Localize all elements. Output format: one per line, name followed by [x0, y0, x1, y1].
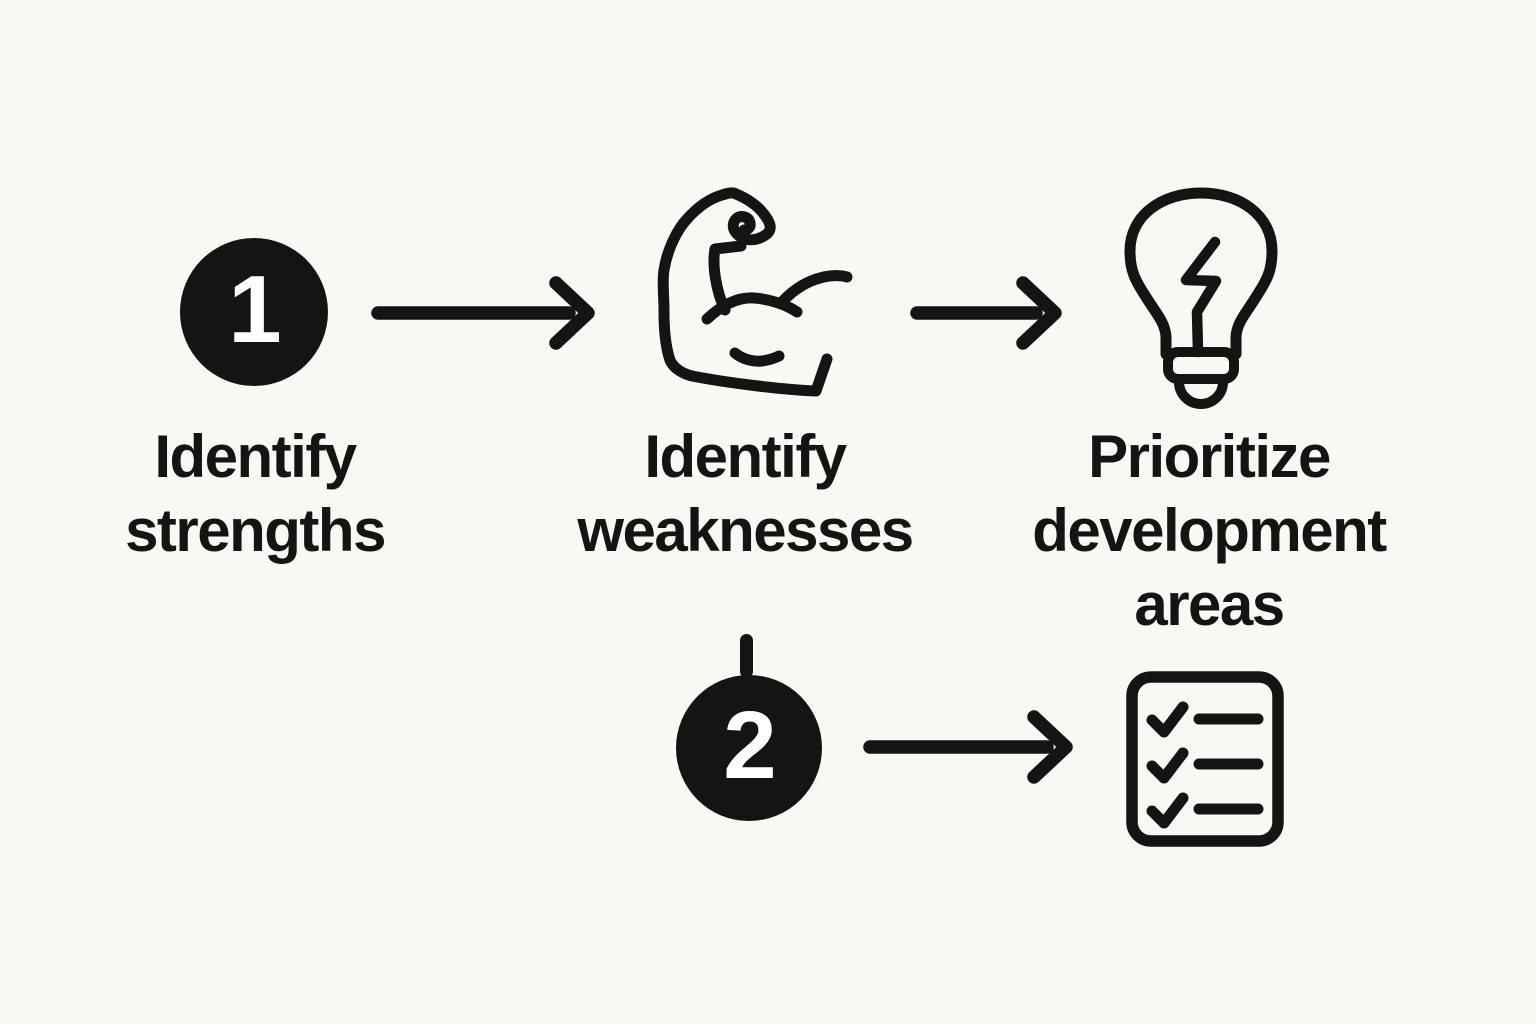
step-2-caption: Identify weaknesses	[505, 420, 985, 568]
checklist-icon	[1126, 671, 1284, 847]
flexed-biceps-icon	[657, 187, 853, 397]
step-2-badge: 2	[676, 675, 822, 821]
arrow-right-icon	[863, 710, 1073, 784]
step-2-number: 2	[723, 692, 776, 799]
caption-line: weaknesses	[577, 497, 914, 564]
caption-line: development	[1032, 497, 1387, 564]
lightbulb-lightning-icon	[1124, 187, 1278, 409]
step-1-caption: Identify strengths	[15, 420, 495, 568]
caption-line: Identify	[154, 423, 357, 490]
caption-line: Prioritize	[1088, 423, 1331, 490]
caption-line: strengths	[125, 497, 386, 564]
badge-stem-line	[740, 634, 753, 678]
step-1-number: 1	[228, 256, 281, 363]
step-3-caption: Prioritize development areas	[969, 420, 1449, 642]
caption-line: areas	[1134, 571, 1285, 638]
arrow-right-icon	[910, 276, 1062, 350]
arrow-right-icon	[371, 276, 595, 350]
caption-line: Identify	[644, 423, 847, 490]
step-1-badge: 1	[180, 238, 328, 386]
